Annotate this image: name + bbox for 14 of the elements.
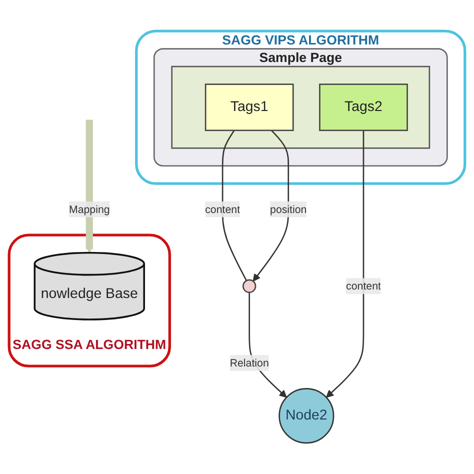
connector (222, 130, 248, 281)
node-circle: Node2 (278, 388, 334, 444)
node-box: Tags1 (204, 84, 294, 132)
cluster (171, 66, 430, 149)
edge-label: content (205, 203, 240, 216)
edge-label: Relation (230, 356, 269, 370)
arrow (85, 120, 94, 254)
node-box: Tags2 (319, 84, 408, 132)
edge-label: position (270, 203, 307, 216)
node-circle (242, 279, 256, 294)
arrow (326, 130, 364, 398)
edge-label: content (346, 280, 381, 292)
arrow (252, 130, 290, 282)
edge-label: Mapping (68, 203, 110, 216)
